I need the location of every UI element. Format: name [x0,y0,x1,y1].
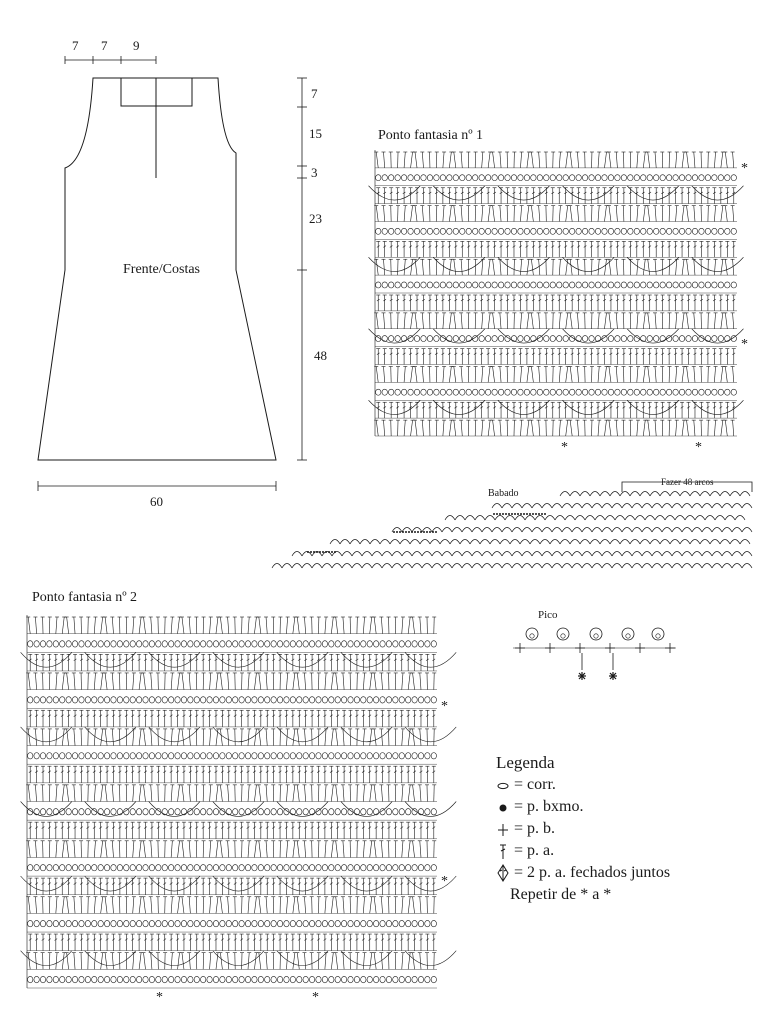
legend-item-double: = p. a. [494,840,670,862]
stitch-chart-1 [368,150,744,437]
legend-title: Legenda [496,753,555,772]
top-width-3: 9 [133,38,140,53]
single-crochet-icon [498,824,508,836]
height-2: 15 [309,126,322,141]
p2-repeat-mark-left: * [156,990,163,1005]
dress-schematic [37,56,307,491]
height-3: 3 [311,165,318,180]
height-5: 48 [314,348,327,363]
p1-repeat-mark-top: * [741,161,748,176]
bottom-width: 60 [150,494,163,509]
pattern1-title: Ponto fantasia nº 1 [378,128,484,143]
top-width-2: 7 [101,38,108,53]
piece-label: Frente/Costas [123,262,200,277]
p1-repeat-mark-bottom: * [741,337,748,352]
stitch-chart-2 [20,615,457,989]
p1-repeat-mark-left: * [561,440,568,455]
legend-repeat-note: Repetir de * a * [510,886,612,903]
legend-item-slip: = p. bxmo. [494,796,670,818]
top-width-1: 7 [72,38,79,53]
pico-chart [513,627,676,680]
p2-repeat-mark-right: * [312,990,319,1005]
p1-repeat-mark-right: * [695,440,702,455]
legend-item-dc2tog: = 2 p. a. fechados juntos [494,862,670,884]
slip-stitch-icon [499,804,507,812]
pattern2-title: Ponto fantasia nº 2 [32,590,138,605]
ruffle-note: Fazer 48 arcos [661,477,714,487]
chain-stitch-icon [497,782,509,790]
double-crochet-icon [500,844,506,859]
ruffle-chart [271,481,753,569]
ruffle-title: Babado [488,488,519,499]
height-4: 23 [309,211,322,226]
dress-outline [37,77,277,461]
p2-repeat-mark-top: * [441,699,448,714]
legend-item-chain: = corr. [494,774,670,796]
dc2tog-icon [497,864,509,882]
legend: Legenda = corr. = p. bxmo. = p. b. = p. … [494,752,670,906]
height-1: 7 [311,86,318,101]
legend-item-single: = p. b. [494,818,670,840]
p2-repeat-mark-bottom: * [441,874,448,889]
pico-title: Pico [538,609,558,621]
